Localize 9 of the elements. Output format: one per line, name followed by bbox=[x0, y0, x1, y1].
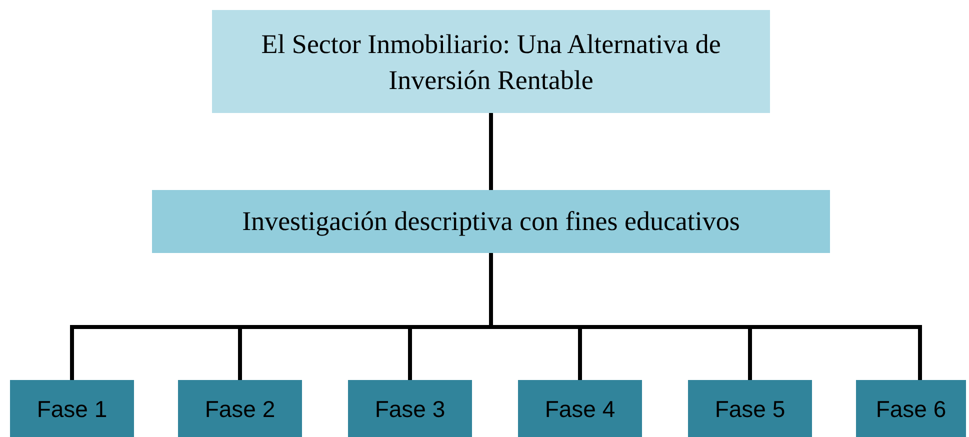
phase-box: Fase 5 bbox=[688, 380, 812, 437]
phase-box: Fase 1 bbox=[10, 380, 134, 437]
title-box: Investigación descriptiva con fines educativos bbox=[152, 190, 830, 253]
phase-box: Fase 4 bbox=[518, 380, 642, 437]
phase-box: Fase 6 bbox=[856, 380, 966, 437]
title-box: El Sector Inmobiliario: Una Alternativa de Inversión Rentable bbox=[212, 10, 770, 113]
phase-box: Fase 3 bbox=[348, 380, 472, 437]
phase-box: Fase 2 bbox=[178, 380, 302, 437]
connector-line bbox=[489, 113, 493, 190]
